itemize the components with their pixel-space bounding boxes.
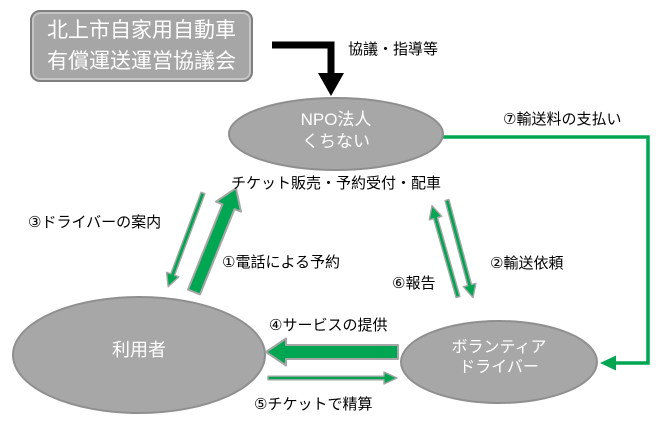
label-service-provision: ④サービスの提供 — [269, 317, 388, 334]
driver-node-line2: ドライバー — [459, 359, 539, 376]
driver-node-line1: ボランティア — [451, 339, 547, 356]
users-node-label: 利用者 — [112, 340, 166, 360]
label-consultation-guidance: 協議・指導等 — [348, 41, 439, 58]
label-phone-reservation: ①電話による予約 — [222, 254, 340, 271]
transport-request-arrow — [444, 198, 477, 299]
npo-node-label: NPO法人 くちない — [256, 109, 416, 153]
label-transport-fee-payment: ⑦輸送料の支払い — [503, 111, 622, 128]
report-arrow — [428, 204, 461, 299]
label-ticket-settlement: ⑤チケットで精算 — [254, 396, 373, 413]
council-to-npo-arrow — [272, 41, 335, 76]
council-to-npo-arrowhead — [318, 73, 344, 96]
label-driver-guide: ③ドライバーの案内 — [28, 214, 162, 231]
label-report: ⑥報告 — [392, 275, 436, 292]
npo-node-line1: NPO法人 — [300, 110, 372, 129]
council-box-line2: 有償運送運営協議会 — [47, 50, 236, 73]
npo-ellipse — [228, 97, 444, 171]
volunteer-driver-ellipse — [400, 320, 598, 404]
label-transport-request: ②輸送依頼 — [490, 255, 564, 272]
ticket-settlement-arrow — [267, 371, 398, 385]
council-box-line1: 北上市自家用自動車 — [47, 19, 236, 42]
users-ellipse — [12, 296, 266, 414]
phone-reservation-arrow — [186, 187, 242, 296]
payment-arrowhead — [600, 355, 616, 371]
driver-guide-arrow — [165, 191, 206, 288]
council-box: 北上市自家用自動車 有償運送運営協議会 — [30, 10, 253, 82]
label-ticket-sales-dispatch: チケット販売・予約受付・配車 — [231, 175, 442, 192]
payment-arrow — [443, 135, 650, 365]
service-provision-arrow — [265, 337, 399, 367]
npo-node-line2: くちない — [302, 132, 370, 151]
volunteer-driver-node-label: ボランティア ドライバー — [419, 338, 579, 378]
